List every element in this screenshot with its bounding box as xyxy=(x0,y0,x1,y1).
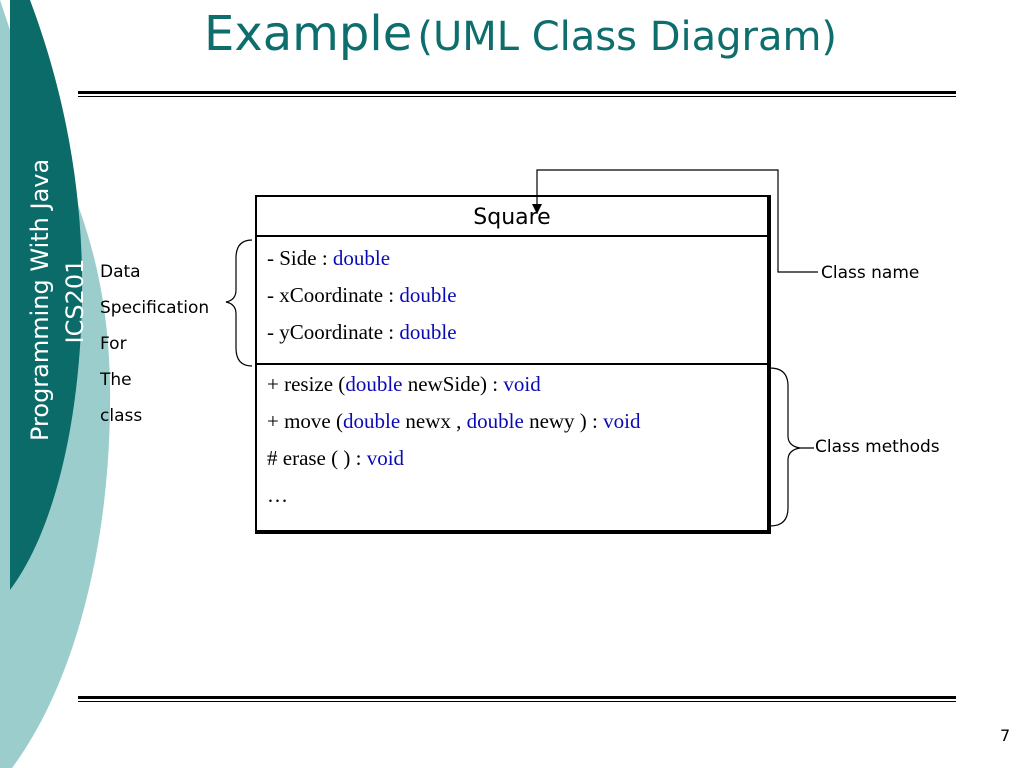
uml-method: … xyxy=(267,483,288,507)
uml-class-box: Square - Side : double - xCoordinate : d… xyxy=(255,195,771,534)
class-name-label: Class name xyxy=(821,263,920,283)
uml-method: # erase ( ) : void xyxy=(267,446,405,470)
side-decoration xyxy=(0,0,111,768)
slide-title: Example (UML Class Diagram) xyxy=(204,6,837,62)
slide-title-sub: (UML Class Diagram) xyxy=(417,14,838,60)
uml-attribute: - Side : double xyxy=(267,246,391,270)
sidebar-course-code: ICS201 xyxy=(61,258,89,344)
data-spec-label-line: Specification xyxy=(100,298,210,318)
uml-method: + move (double newx , double newy ) : vo… xyxy=(267,409,641,433)
uml-methods-section: + resize (double newSide) : void + move … xyxy=(257,365,767,530)
uml-attribute: - yCoordinate : double xyxy=(267,320,457,344)
uml-method: + resize (double newSide) : void xyxy=(267,372,541,396)
uml-attribute: - xCoordinate : double xyxy=(267,283,457,307)
left-brace-icon xyxy=(225,239,253,367)
data-spec-label-line: class xyxy=(100,406,143,426)
page-number: 7 xyxy=(1000,726,1011,745)
class-methods-label: Class methods xyxy=(815,437,940,457)
top-divider xyxy=(78,91,956,97)
uml-attributes-section: - Side : double - xCoordinate : double -… xyxy=(257,237,767,365)
uml-class-name: Square xyxy=(257,197,767,237)
data-spec-label-line: For xyxy=(100,334,127,354)
data-spec-label-line: The xyxy=(100,370,132,390)
data-spec-label-line: Data xyxy=(100,262,141,282)
slide-title-main: Example xyxy=(204,6,413,62)
right-brace-icon xyxy=(769,367,814,527)
sidebar-course-title: Programming With Java xyxy=(26,158,54,441)
bottom-divider xyxy=(78,696,956,702)
